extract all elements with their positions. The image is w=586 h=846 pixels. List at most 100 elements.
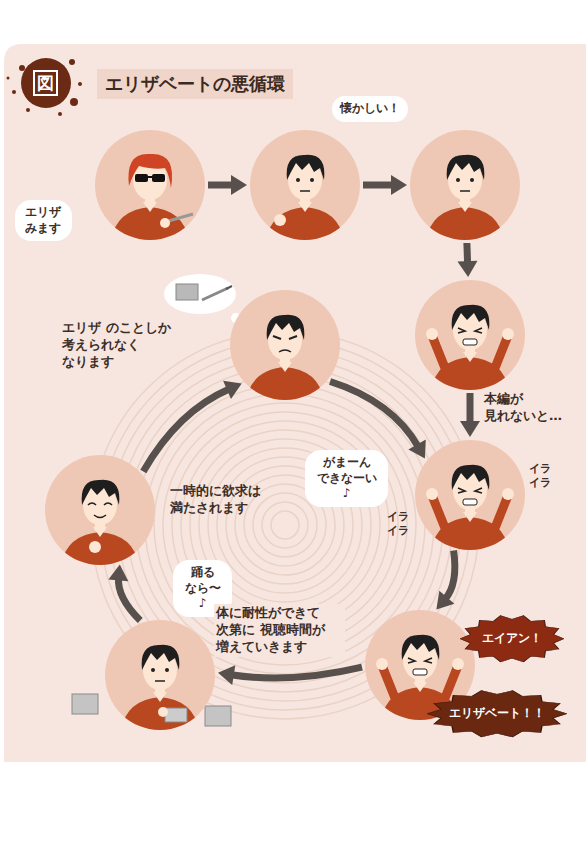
- figure-part: [425, 658, 432, 663]
- figure-part: [70, 98, 78, 106]
- speech-bubble: がまーん できなーい♪: [305, 450, 388, 507]
- figure-part: [415, 280, 525, 390]
- figure-part: [202, 288, 228, 300]
- figure-part: [158, 707, 168, 717]
- figure-part: [300, 190, 310, 192]
- title-splotch: [7, 58, 83, 116]
- person-circle: エリザ のことしか 考えられなく なります: [230, 290, 340, 400]
- diagram-title: エリザベートの悪循環: [97, 69, 293, 99]
- figure-part: [383, 668, 395, 698]
- figure-part: [21, 58, 71, 108]
- arrow-head: [436, 591, 454, 610]
- figure-part: [458, 328, 465, 333]
- figure-disc: [250, 130, 360, 240]
- figure-part: [426, 488, 438, 500]
- figure-part: [165, 708, 187, 722]
- starburst: エリザベート！！: [427, 690, 567, 738]
- figure-disc: [415, 440, 525, 550]
- arrow-line: [463, 243, 471, 264]
- person-circle: エイアン！エリザベート！！: [365, 610, 475, 720]
- arrow-line: [143, 389, 230, 472]
- figure-part: [160, 218, 170, 228]
- figure-part: [470, 178, 474, 182]
- mood-text: イラ イラ: [385, 510, 411, 539]
- figure-part: [452, 305, 490, 330]
- arrow-head: [458, 261, 478, 277]
- figure-part: [19, 65, 25, 71]
- arrow-head: [223, 381, 242, 399]
- figure-part: [72, 694, 98, 714]
- ring: [253, 493, 317, 557]
- person-circle: 踊る なら〜♪: [105, 620, 215, 730]
- figure-part: [456, 178, 460, 182]
- figure-part: [148, 176, 152, 178]
- figure-part: [95, 130, 205, 240]
- figure-part: [205, 706, 231, 726]
- figure-part: [45, 455, 155, 565]
- starburst-outline: [427, 691, 567, 737]
- figure-part: [250, 130, 360, 240]
- arrow-head: [231, 175, 247, 195]
- figure-part: [58, 112, 62, 116]
- figure-part: [463, 339, 477, 345]
- figure-part: [165, 668, 169, 672]
- figure-part: [135, 174, 148, 182]
- figure-part: [452, 465, 490, 490]
- cycle-arrow: [218, 665, 362, 685]
- figure-part: [502, 488, 514, 500]
- starburst: エイアン！: [460, 615, 564, 663]
- arrow-line: [445, 551, 455, 600]
- figure-part: [88, 503, 96, 505]
- arrow-head: [108, 565, 128, 582]
- figure-part: [287, 155, 325, 180]
- figure-part: [463, 499, 477, 505]
- arrow-line: [330, 382, 418, 448]
- person-circle: 一時的に欲求は 満たされます: [45, 455, 155, 565]
- figure-part: [296, 178, 300, 182]
- figure-label: 図: [33, 70, 58, 96]
- arrow-line: [208, 182, 234, 189]
- figure-part: [310, 178, 314, 182]
- figure-disc: [45, 455, 155, 565]
- cycle-arrow: [460, 393, 480, 437]
- ring: [262, 502, 308, 548]
- figure-part: [89, 541, 101, 553]
- figure-part: [433, 338, 445, 368]
- cycle-arrow: [330, 382, 426, 459]
- arrow-line: [118, 578, 140, 621]
- person-circle: がまーん できなーい♪イラ イライラ イラ: [415, 440, 525, 550]
- figure-part: [274, 214, 286, 226]
- person-circle: エリザ みます: [95, 130, 205, 240]
- figure-part: [176, 284, 198, 300]
- figure-part: [151, 668, 155, 672]
- figure-part: [433, 498, 445, 528]
- figure-part: [267, 315, 305, 340]
- edge-label: 本編が 見れないと…: [482, 390, 564, 426]
- figure-part: [230, 290, 340, 400]
- figure-part: [452, 658, 464, 670]
- figure-part: [94, 515, 106, 518]
- figure-part: [82, 480, 120, 505]
- person-circle: [410, 130, 520, 240]
- figure-part: [105, 620, 215, 730]
- cycle-arrow: [458, 243, 478, 277]
- arrow-head: [391, 175, 407, 195]
- figure-part: [402, 635, 440, 660]
- figure-disc: [415, 280, 525, 390]
- figure-part: [273, 336, 281, 339]
- figure-part: [495, 498, 507, 528]
- arrow-head: [408, 440, 425, 459]
- figure-part: [415, 440, 525, 550]
- cycle-arrow: [436, 551, 454, 610]
- figure-part: [460, 190, 470, 192]
- figure-part: [142, 645, 180, 670]
- panel: [4, 44, 586, 762]
- figure-disc: [105, 620, 215, 730]
- figure-part: [226, 286, 232, 289]
- ring: [154, 394, 416, 656]
- figure-part: [12, 90, 16, 94]
- edge-label: 体に耐性ができて 次第に 視聴時間が 増えていきます: [214, 604, 345, 657]
- figure-part: [408, 658, 415, 663]
- figure-part: [104, 503, 112, 505]
